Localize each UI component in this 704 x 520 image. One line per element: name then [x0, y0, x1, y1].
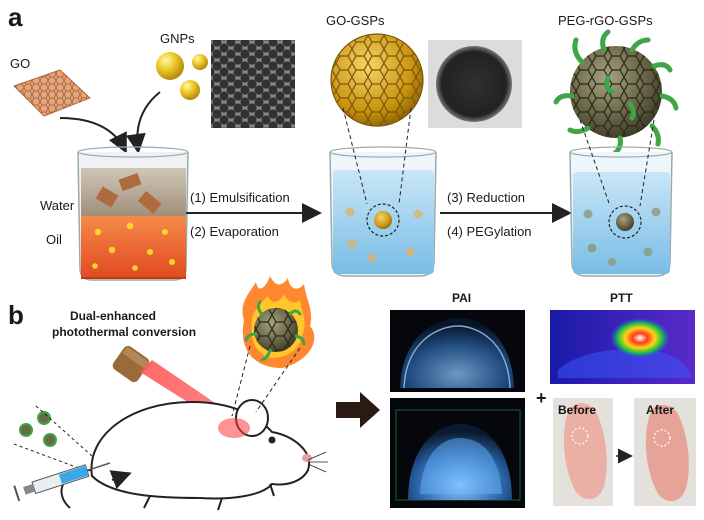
zoom-line-b3: [35, 405, 93, 457]
syringe-icon: [13, 462, 111, 502]
plus-sign: +: [536, 388, 547, 408]
step-evaporation: (2) Evaporation: [190, 224, 279, 239]
arrow-go-to-beaker: [59, 117, 127, 154]
zoom-line-b1: [231, 345, 251, 417]
tem-image-gnps: [211, 40, 295, 128]
zoom-line-b4: [13, 443, 85, 471]
laser-device-icon: [112, 345, 152, 383]
oil-label: Oil: [46, 232, 62, 247]
zoom-line-left-a2: [342, 107, 368, 205]
caption-line-2: photothermal conversion: [52, 325, 196, 339]
gnps-label: GNPs: [160, 31, 195, 46]
step-pegylation: (4) PEGylation: [447, 224, 532, 239]
zoom-line-right-a3: [639, 119, 655, 207]
zoom-line-b2: [255, 347, 301, 413]
step-emulsification: (1) Emulsification: [190, 190, 290, 205]
go-sheet-icon: [13, 69, 91, 117]
beaker-emulsion: [77, 146, 189, 281]
go-gsp-sphere-icon: [330, 33, 424, 127]
mouse-illustration: [60, 399, 328, 511]
tem-image-go-gsp: [428, 40, 522, 128]
water-label: Water: [40, 198, 75, 213]
injection-arrow: [109, 470, 132, 489]
mouse-photo-after: [634, 398, 696, 506]
panel-a-label: a: [8, 2, 23, 32]
caption-line-1: Dual-enhanced: [70, 309, 156, 323]
go-gsps-label: GO-GSPs: [326, 13, 385, 28]
panel-b-label: b: [8, 300, 24, 330]
arrow-gnps-to-beaker: [125, 91, 161, 154]
zoom-line-right-a2: [398, 107, 412, 205]
heated-nanoparticle-icon: [242, 276, 315, 368]
go-label: GO: [10, 56, 30, 71]
after-label: After: [646, 403, 674, 417]
pai-label: PAI: [452, 291, 471, 305]
before-label: Before: [558, 403, 596, 417]
nanoparticles-cluster-icon: [19, 411, 57, 447]
ptt-label: PTT: [610, 291, 633, 305]
beaker-peg-rgo-gsps: [569, 146, 673, 277]
ptt-thermal-image: [550, 310, 695, 384]
beaker-go-gsps: [329, 146, 437, 277]
step-reduction: (3) Reduction: [447, 190, 525, 205]
gold-nanoparticles-icon: [156, 52, 208, 100]
peg-rgo-gsp-sphere-icon: [553, 29, 679, 157]
zoom-line-left-a3: [579, 119, 611, 207]
mouse-photo-before: [553, 398, 613, 506]
big-arrow-right: [336, 392, 380, 428]
pai-image-bottom: [390, 398, 525, 508]
peg-rgo-gsps-label: PEG-rGO-GSPs: [558, 13, 653, 28]
pai-image-top: [390, 310, 525, 392]
